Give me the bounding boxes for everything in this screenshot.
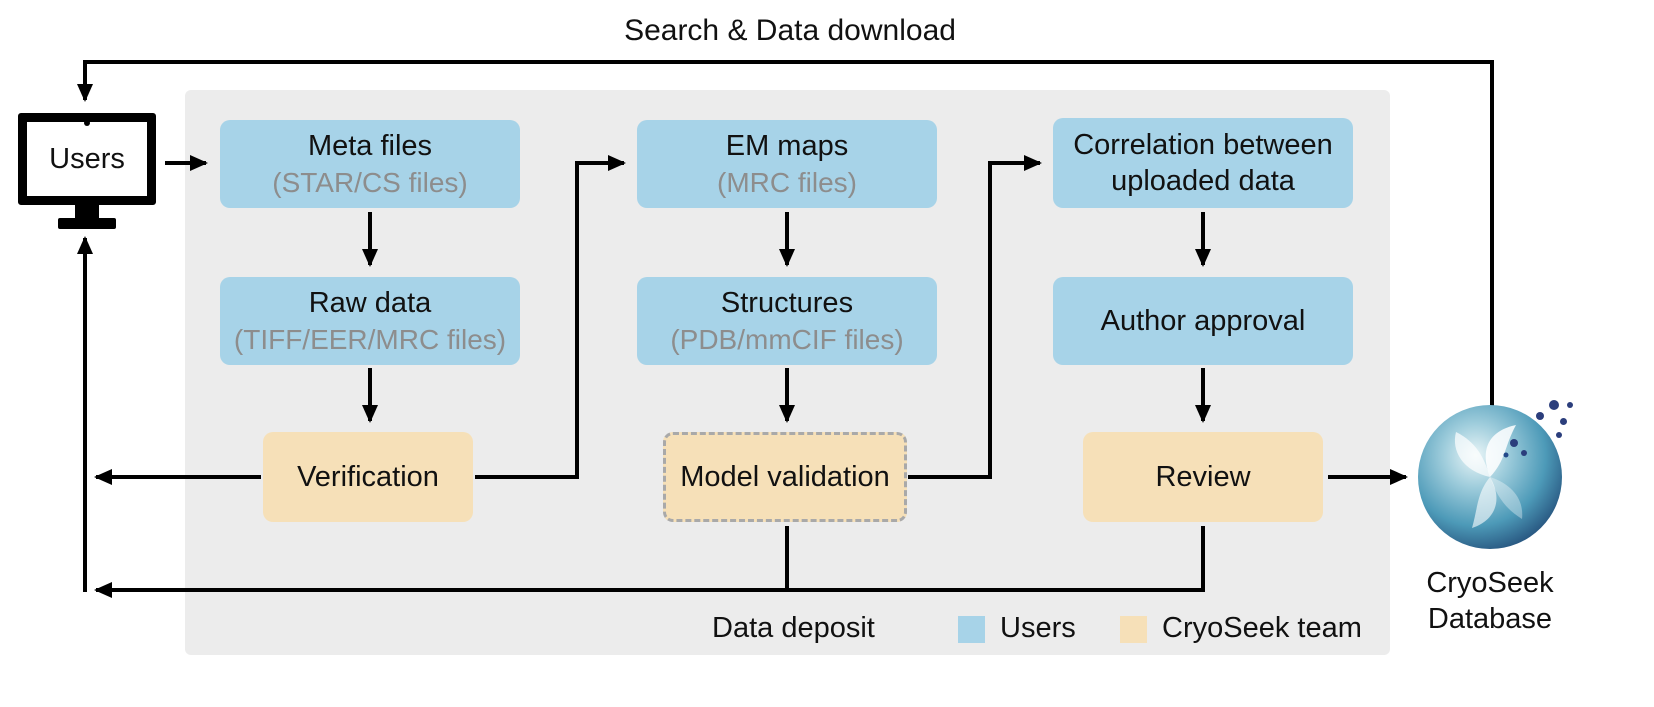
node-author-approval: Author approval — [1053, 277, 1353, 365]
node-em-maps: EM maps (MRC files) — [637, 120, 937, 208]
legend-team-swatch — [1120, 616, 1147, 643]
monitor-stand-neck — [75, 205, 99, 218]
node-raw-data: Raw data (TIFF/EER/MRC files) — [220, 277, 520, 365]
node-title: Model validation — [680, 460, 890, 493]
data-deposit-label: Data deposit — [712, 612, 875, 644]
users-label: Users — [49, 142, 125, 175]
logo-spray-dot — [1536, 412, 1544, 420]
monitor-camera-dot — [84, 120, 90, 126]
arrow-verification-to-em — [475, 155, 626, 479]
arrow-validation-to-correlation — [908, 155, 1042, 479]
node-subtitle: (PDB/mmCIF files) — [670, 323, 904, 355]
node-title: Raw data — [308, 287, 432, 320]
legend-users-label: Users — [1000, 612, 1076, 644]
node-title: Review — [1155, 460, 1251, 493]
node-subtitle: (STAR/CS files) — [272, 166, 468, 198]
node-title: Verification — [297, 460, 439, 493]
node-model-validation: Model validation — [663, 432, 907, 522]
monitor-icon: Users — [18, 113, 156, 205]
users-node: Users — [18, 113, 156, 229]
legend-users-swatch — [958, 616, 985, 643]
arrow-database-to-users-top — [77, 60, 1494, 408]
logo-spray-dot — [1556, 432, 1562, 438]
node-subtitle: (MRC files) — [717, 166, 857, 198]
node-verification: Verification — [263, 432, 473, 522]
arrow-review-bottom-to-users — [94, 526, 1205, 598]
legend-team-label: CryoSeek team — [1162, 612, 1362, 644]
cryoseek-database-label: CryoSeek Database — [1426, 567, 1554, 636]
node-title: Author approval — [1100, 304, 1306, 337]
node-structures: Structures (PDB/mmCIF files) — [637, 277, 937, 365]
cryoseek-logo — [1418, 405, 1562, 549]
node-title: Correlation between uploaded data — [1073, 128, 1333, 197]
node-meta-files: Meta files (STAR/CS files) — [220, 120, 520, 208]
monitor-stand-base — [58, 218, 116, 229]
logo-spray-dot — [1549, 400, 1559, 410]
cryoseek-logo-swirl — [1454, 425, 1527, 528]
node-title: Meta files — [307, 130, 433, 163]
logo-spray-dot — [1567, 402, 1573, 408]
node-subtitle: (TIFF/EER/MRC files) — [233, 323, 507, 355]
node-title: Structures — [720, 287, 854, 320]
node-title: EM maps — [725, 130, 849, 163]
search-data-download-label: Search & Data download — [624, 14, 956, 47]
node-review: Review — [1083, 432, 1323, 522]
node-correlation: Correlation between uploaded data — [1053, 118, 1353, 208]
logo-spray-dot — [1560, 418, 1567, 425]
